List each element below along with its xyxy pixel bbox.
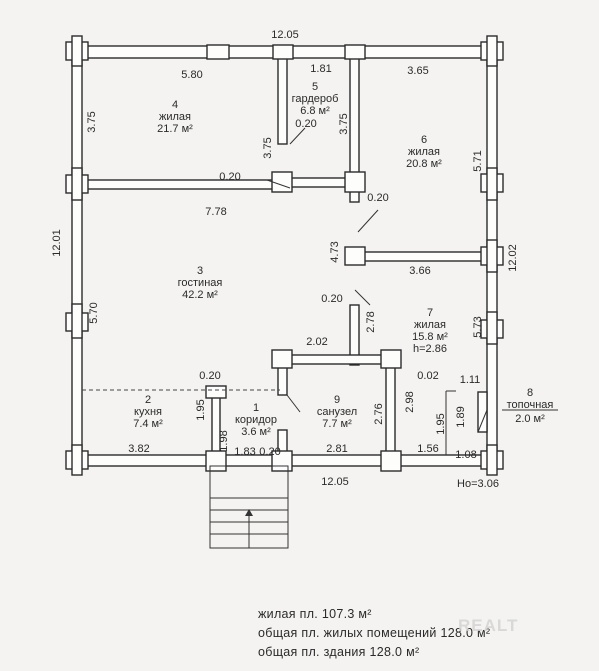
svg-text:8: 8 <box>527 387 533 399</box>
dim-r9-bottom: 2.81 <box>326 443 347 455</box>
dim-corridor-lower: 2.78 <box>365 311 377 332</box>
dim-r3-left: 5.70 <box>88 302 100 323</box>
wall-thickness-label: 0.20 <box>367 192 388 204</box>
wall-thickness-label: 0.02 <box>417 370 438 382</box>
dim-r8-left: 2.98 <box>404 391 416 412</box>
dim-r8-bottom-b: 1.08 <box>455 449 476 461</box>
svg-text:7.7 м²: 7.7 м² <box>322 418 352 430</box>
dim-corridor-upper: 4.73 <box>329 241 341 262</box>
room-6-label: 6 жилая 20.8 м² <box>406 134 442 170</box>
svg-text:6: 6 <box>421 134 427 146</box>
svg-text:жилая: жилая <box>408 146 440 158</box>
svg-text:3: 3 <box>197 265 203 277</box>
dim-r1-bottom: 1.83 <box>234 446 255 458</box>
dim-bottom: 12.05 <box>321 476 349 488</box>
dim-r5-top: 1.81 <box>310 63 331 75</box>
room-8-label: 8 топочная 2.0 м² <box>502 387 558 425</box>
svg-text:3.6 м²: 3.6 м² <box>241 426 271 438</box>
dim-r9-right: 2.76 <box>373 403 385 424</box>
wall-thickness-label: 0.20 <box>259 446 280 458</box>
dim-r1-left: 1.98 <box>218 430 230 451</box>
wall-thickness-label: 0.20 <box>219 171 240 183</box>
svg-text:гостиная: гостиная <box>178 277 223 289</box>
wall-thickness-label: 0.20 <box>199 370 220 382</box>
room-4-label: 4 жилая 21.7 м² <box>157 99 193 135</box>
room-labels: 4 жилая 21.7 м² 5 гардероб 6.8 м² 6 жила… <box>133 81 558 438</box>
dim-r9-top: 2.02 <box>306 336 327 348</box>
svg-text:жилая: жилая <box>414 319 446 331</box>
svg-text:жилая: жилая <box>159 111 191 123</box>
dim-r2-bottom: 3.82 <box>128 443 149 455</box>
dim-top: 12.05 <box>271 29 299 41</box>
room-3-label: 3 гостиная 42.2 м² <box>178 265 223 301</box>
height-label: Ho=3.06 <box>457 478 499 490</box>
svg-text:9: 9 <box>334 394 340 406</box>
dim-r3-partition: 7.78 <box>205 206 226 218</box>
svg-text:коридор: коридор <box>235 414 277 426</box>
svg-text:гардероб: гардероб <box>292 93 339 105</box>
wall-joints <box>65 35 504 476</box>
svg-text:2: 2 <box>145 394 151 406</box>
dim-r8-top: 1.11 <box>460 374 481 386</box>
svg-text:h=2.86: h=2.86 <box>413 343 447 355</box>
entrance-arrow-icon <box>245 509 253 516</box>
room-5-label: 5 гардероб 6.8 м² <box>292 81 339 117</box>
svg-text:21.7 м²: 21.7 м² <box>157 123 193 135</box>
dim-r4-top: 5.80 <box>181 69 202 81</box>
svg-text:2.0 м²: 2.0 м² <box>515 413 545 425</box>
svg-text:кухня: кухня <box>134 406 162 418</box>
svg-text:4: 4 <box>172 99 178 111</box>
svg-text:5: 5 <box>312 81 318 93</box>
dim-r8-inner: 1.95 <box>435 413 447 434</box>
svg-text:7.4 м²: 7.4 м² <box>133 418 163 430</box>
walls <box>71 45 498 467</box>
dim-r8-bottom-a: 1.56 <box>417 443 438 455</box>
dim-r4-left: 3.75 <box>86 111 98 132</box>
svg-text:санузел: санузел <box>317 406 357 418</box>
dim-r5-right: 3.75 <box>338 113 350 134</box>
wall-thickness-label: 0.20 <box>295 118 316 130</box>
dim-r6-top: 3.65 <box>407 65 428 77</box>
svg-text:1: 1 <box>253 402 259 414</box>
room-1-label: 1 коридор 3.6 м² <box>235 402 277 438</box>
legend-living-area: жилая пл. 107.3 м² <box>258 607 372 621</box>
svg-text:15.8 м²: 15.8 м² <box>412 331 448 343</box>
room-7-label: 7 жилая 15.8 м² h=2.86 <box>412 307 448 355</box>
legend-total-living-area: общая пл. жилых помещений 128.0 м² <box>258 626 491 640</box>
dim-left: 12.01 <box>51 229 63 257</box>
svg-text:7: 7 <box>427 307 433 319</box>
room-9-label: 9 санузел 7.7 м² <box>317 394 357 430</box>
dim-r8-inner2: 1.89 <box>455 406 467 427</box>
dim-r2-right: 1.95 <box>195 399 207 420</box>
svg-text:топочная: топочная <box>507 399 554 411</box>
svg-text:6.8 м²: 6.8 м² <box>300 105 330 117</box>
watermark: REALT <box>458 616 519 635</box>
svg-text:42.2 м²: 42.2 м² <box>182 289 218 301</box>
dim-r5-left: 3.75 <box>262 137 274 158</box>
dim-r7-top: 3.66 <box>409 265 430 277</box>
dim-right: 12.02 <box>507 244 519 272</box>
plan-details <box>82 127 488 549</box>
wall-thickness-label: 0.20 <box>321 293 342 305</box>
legend-total-building-area: общая пл. здания 128.0 м² <box>258 645 420 659</box>
dimension-labels: 12.05 12.05 12.01 12.02 5.80 1.81 3.65 3… <box>51 29 519 490</box>
dim-r6-right: 5.71 <box>472 150 484 171</box>
svg-text:20.8 м²: 20.8 м² <box>406 158 442 170</box>
room-2-label: 2 кухня 7.4 м² <box>133 394 163 430</box>
dim-r7-right: 5.73 <box>472 316 484 337</box>
